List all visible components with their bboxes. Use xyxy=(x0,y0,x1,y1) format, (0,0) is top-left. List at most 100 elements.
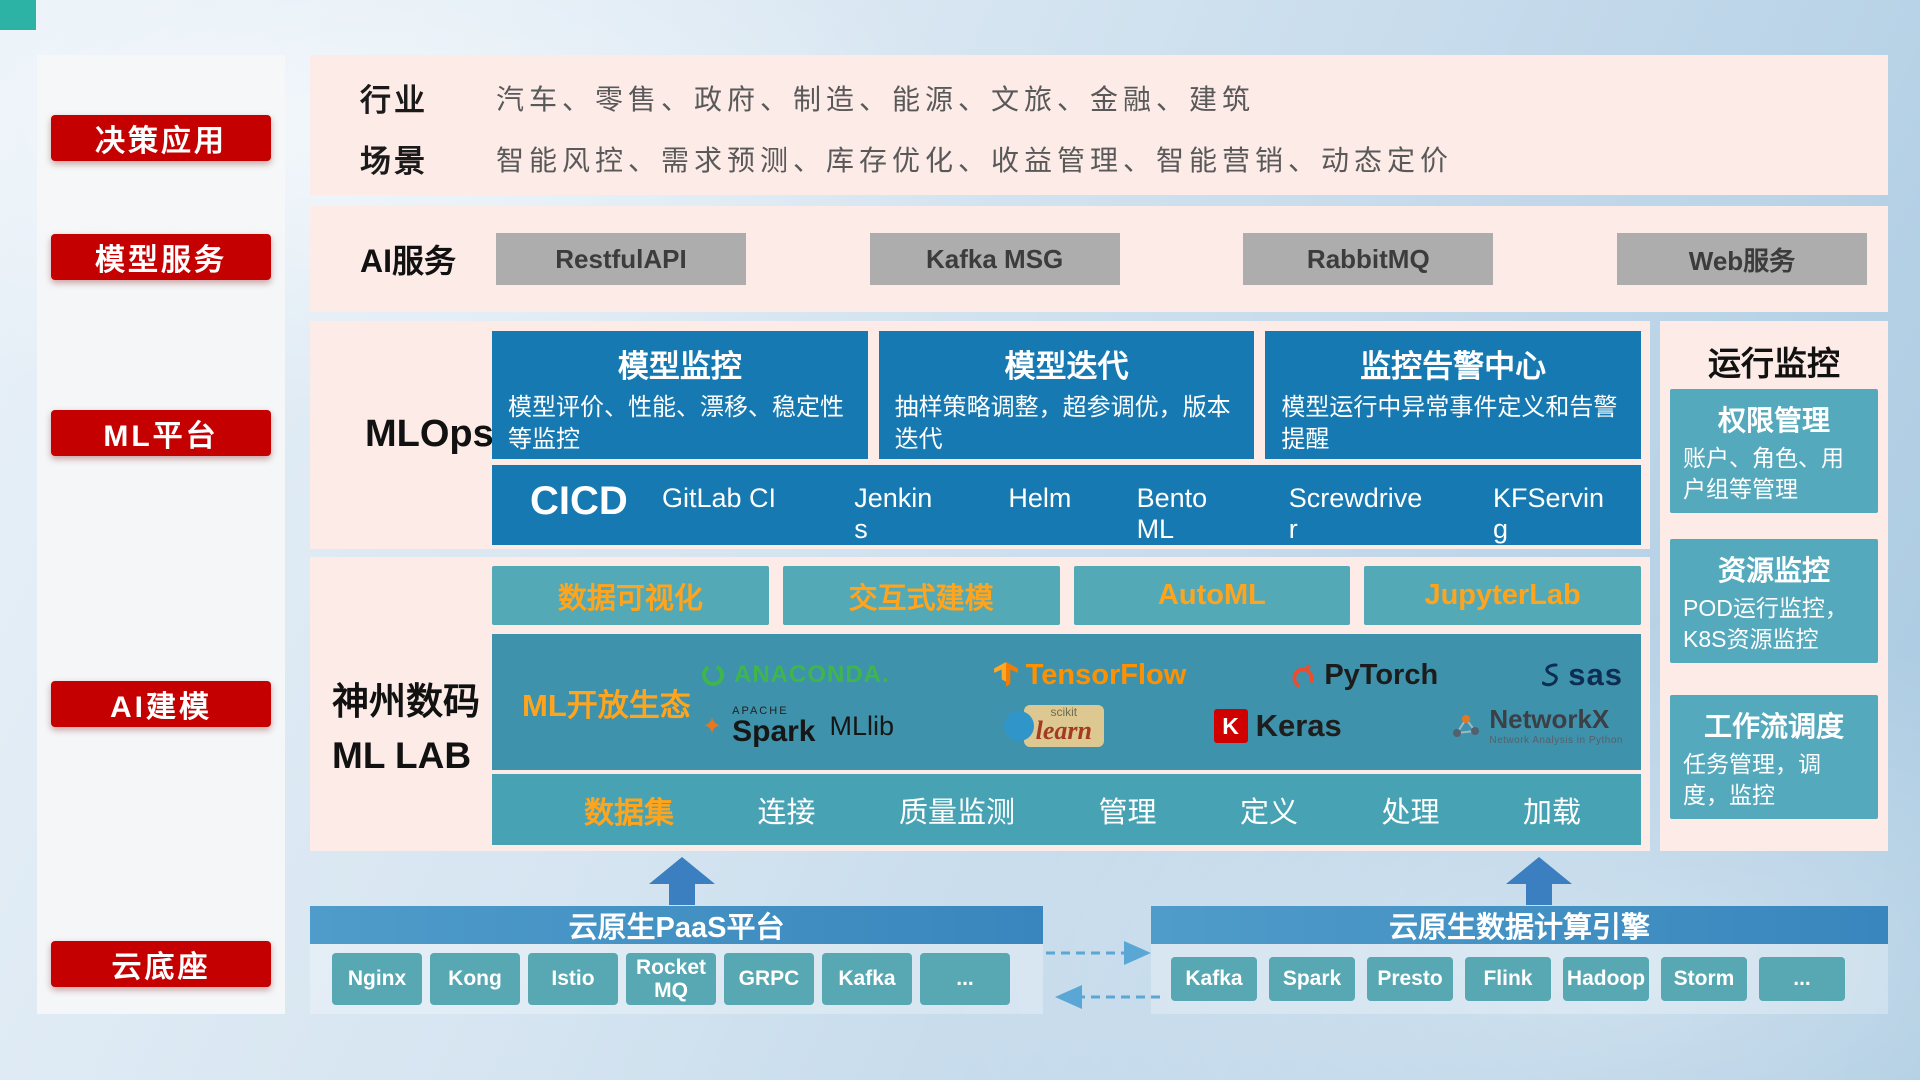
rabbitmq-button[interactable]: RabbitMQ xyxy=(1243,233,1494,285)
spark-icon: ✦ xyxy=(702,712,723,740)
kafka-chip[interactable]: Kafka xyxy=(1171,957,1257,1001)
grpc-chip[interactable]: GRPC xyxy=(724,953,814,1005)
storm-chip[interactable]: Storm xyxy=(1661,957,1747,1001)
anaconda-logo: ANACONDA. xyxy=(700,661,890,689)
permission-management-card: 权限管理 账户、角色、用户组等管理 xyxy=(1670,389,1878,514)
industry-label: 行业 xyxy=(360,83,428,118)
data-engine-header: 云原生数据计算引擎 xyxy=(1151,906,1888,944)
logo-row-2: ✦ APACHE Spark MLlib scikit learn xyxy=(700,704,1623,748)
data-visualization-button[interactable]: 数据可视化 xyxy=(492,566,769,625)
engine-components: Kafka Spark Presto Flink Hadoop Storm ..… xyxy=(1151,944,1888,1014)
pytorch-label: PyTorch xyxy=(1324,658,1439,691)
scikit-top-label: scikit xyxy=(1050,705,1078,719)
card-title: 模型监控 xyxy=(617,349,742,384)
flink-chip[interactable]: Flink xyxy=(1465,957,1551,1001)
mlops-label: MLOps xyxy=(365,413,494,455)
ml-lab-panel: 神州数码 ML LAB 数据可视化 交互式建模 AutoML JupyterLa… xyxy=(310,557,1650,851)
dataset-bar: 数据集 连接 质量监测 管理 定义 处理 加载 xyxy=(492,774,1641,845)
dataset-item-define: 定义 xyxy=(1239,796,1298,829)
dataset-item-manage: 管理 xyxy=(1098,796,1157,829)
more-chip[interactable]: ... xyxy=(920,953,1010,1005)
nginx-chip[interactable]: Nginx xyxy=(332,953,422,1005)
card-desc: 模型运行中异常事件定义和告警提醒 xyxy=(1281,394,1618,454)
keras-logo: K Keras xyxy=(1213,708,1342,744)
paas-components: Nginx Kong Istio RocketMQ GRPC Kafka ... xyxy=(310,944,1043,1014)
restfulapi-button[interactable]: RestfulAPI xyxy=(496,233,746,285)
istio-chip[interactable]: Istio xyxy=(528,953,618,1005)
tensorflow-icon xyxy=(993,662,1018,687)
kfserving-label: KFServing xyxy=(1492,483,1604,545)
keras-label: Keras xyxy=(1255,708,1342,743)
sas-icon xyxy=(1542,663,1559,687)
model-monitoring-card: 模型监控 模型评价、性能、漂移、稳定性等监控 xyxy=(492,331,868,459)
interactive-modeling-button[interactable]: 交互式建模 xyxy=(782,566,1060,625)
kong-chip[interactable]: Kong xyxy=(430,953,520,1005)
helm-label: Helm xyxy=(1008,483,1072,513)
spark-chip[interactable]: Spark xyxy=(1269,957,1355,1001)
kafka-msg-button[interactable]: Kafka MSG xyxy=(869,233,1120,285)
tensorflow-label: TensorFlow xyxy=(1025,658,1187,691)
sidebar-item-ml-platform[interactable]: ML平台 xyxy=(51,410,271,456)
left-rail xyxy=(37,55,285,1014)
card-title: 监控告警中心 xyxy=(1360,349,1547,384)
jenkins-label: Jenkins xyxy=(854,483,933,545)
scikit-learn-icon xyxy=(1003,711,1034,741)
corner-accent xyxy=(0,0,36,30)
run-monitoring-panel: 运行监控 权限管理 账户、角色、用户组等管理 资源监控 POD运行监控，K8S资… xyxy=(1660,321,1888,851)
scenario-row: 场景 智能风控、需求预测、库存优化、收益管理、智能营销、动态定价 xyxy=(360,136,1888,181)
networkx-icon xyxy=(1453,714,1480,737)
web-service-button[interactable]: Web服务 xyxy=(1616,233,1867,285)
card-title: 模型迭代 xyxy=(1004,349,1129,384)
gitlab-ci-label: GitLab CI xyxy=(662,483,777,513)
spark-label: Spark xyxy=(732,714,816,748)
dataset-label: 数据集 xyxy=(584,796,674,830)
sas-label: sas xyxy=(1568,657,1623,692)
scikit-learn-logo: scikit learn xyxy=(1003,705,1104,747)
card-title: 资源监控 xyxy=(1717,555,1830,586)
more-chip[interactable]: ... xyxy=(1759,957,1845,1001)
model-iteration-card: 模型迭代 抽样策略调整，超参调优，版本迭代 xyxy=(878,331,1255,459)
mlops-cards: 模型监控 模型评价、性能、漂移、稳定性等监控 模型迭代 抽样策略调整，超参调优，… xyxy=(492,331,1642,459)
ml-ecosystem-label: ML开放生态 xyxy=(522,687,691,723)
rocketmq-chip[interactable]: RocketMQ xyxy=(626,953,716,1005)
dataset-item-connect: 连接 xyxy=(757,796,816,829)
apache-label: APACHE xyxy=(732,704,789,717)
run-monitoring-title: 运行监控 xyxy=(1708,345,1840,382)
automl-button[interactable]: AutoML xyxy=(1073,566,1351,625)
ml-lab-tools: 数据可视化 交互式建模 AutoML JupyterLab xyxy=(492,566,1641,625)
cicd-bar: CICD GitLab CI Jenkins Helm BentoML Scre… xyxy=(492,465,1641,545)
kafka-chip[interactable]: Kafka xyxy=(822,953,912,1005)
dataset-item-load: 加载 xyxy=(1522,796,1581,829)
sidebar-item-cloud-base[interactable]: 云底座 xyxy=(51,941,271,987)
scikit-learn-label: learn xyxy=(1035,716,1092,745)
ml-lab-title-line2: ML LAB xyxy=(332,734,472,776)
card-title: 工作流调度 xyxy=(1703,711,1844,742)
resource-monitoring-card: 资源监控 POD运行监控，K8S资源监控 xyxy=(1670,539,1878,664)
networkx-logo: NetworkX Network Analysis in Python xyxy=(1451,704,1623,747)
spark-mllib-logo: ✦ APACHE Spark MLlib xyxy=(700,704,895,748)
card-desc: 任务管理，调度，监控 xyxy=(1683,751,1821,809)
industry-row: 行业 汽车、零售、政府、制造、能源、文旅、金融、建筑 xyxy=(360,75,1888,120)
sidebar-item-model-service[interactable]: 模型服务 xyxy=(51,234,271,280)
pytorch-icon xyxy=(1292,664,1314,689)
cicd-tools: GitLab CI Jenkins Helm BentoML Screwdriv… xyxy=(652,465,1641,545)
alert-center-card: 监控告警中心 模型运行中异常事件定义和告警提醒 xyxy=(1265,331,1642,459)
networkx-subtitle: Network Analysis in Python xyxy=(1489,735,1623,747)
industry-scenario-panel: 行业 汽车、零售、政府、制造、能源、文旅、金融、建筑 场景 智能风控、需求预测、… xyxy=(310,55,1888,195)
sidebar-item-ai-modeling[interactable]: AI建模 xyxy=(51,681,271,727)
ai-service-label: AI服务 xyxy=(360,243,457,279)
pytorch-logo: PyTorch xyxy=(1290,659,1438,692)
jupyterlab-button[interactable]: JupyterLab xyxy=(1364,566,1641,625)
mllib-label: MLlib xyxy=(829,710,895,741)
paas-header: 云原生PaaS平台 xyxy=(310,906,1043,944)
card-desc: 模型评价、性能、漂移、稳定性等监控 xyxy=(508,394,844,454)
engine-up-arrow xyxy=(1506,857,1572,905)
dashed-link-arrows xyxy=(1046,941,1160,1009)
presto-chip[interactable]: Presto xyxy=(1367,957,1453,1001)
sidebar-item-decision-apps[interactable]: 决策应用 xyxy=(51,115,271,161)
dataset-item-process: 处理 xyxy=(1381,796,1440,829)
hadoop-chip[interactable]: Hadoop xyxy=(1563,957,1649,1001)
scenario-list: 智能风控、需求预测、库存优化、收益管理、智能营销、动态定价 xyxy=(496,144,1454,176)
card-desc: 抽样策略调整，超参调优，版本迭代 xyxy=(894,394,1231,454)
